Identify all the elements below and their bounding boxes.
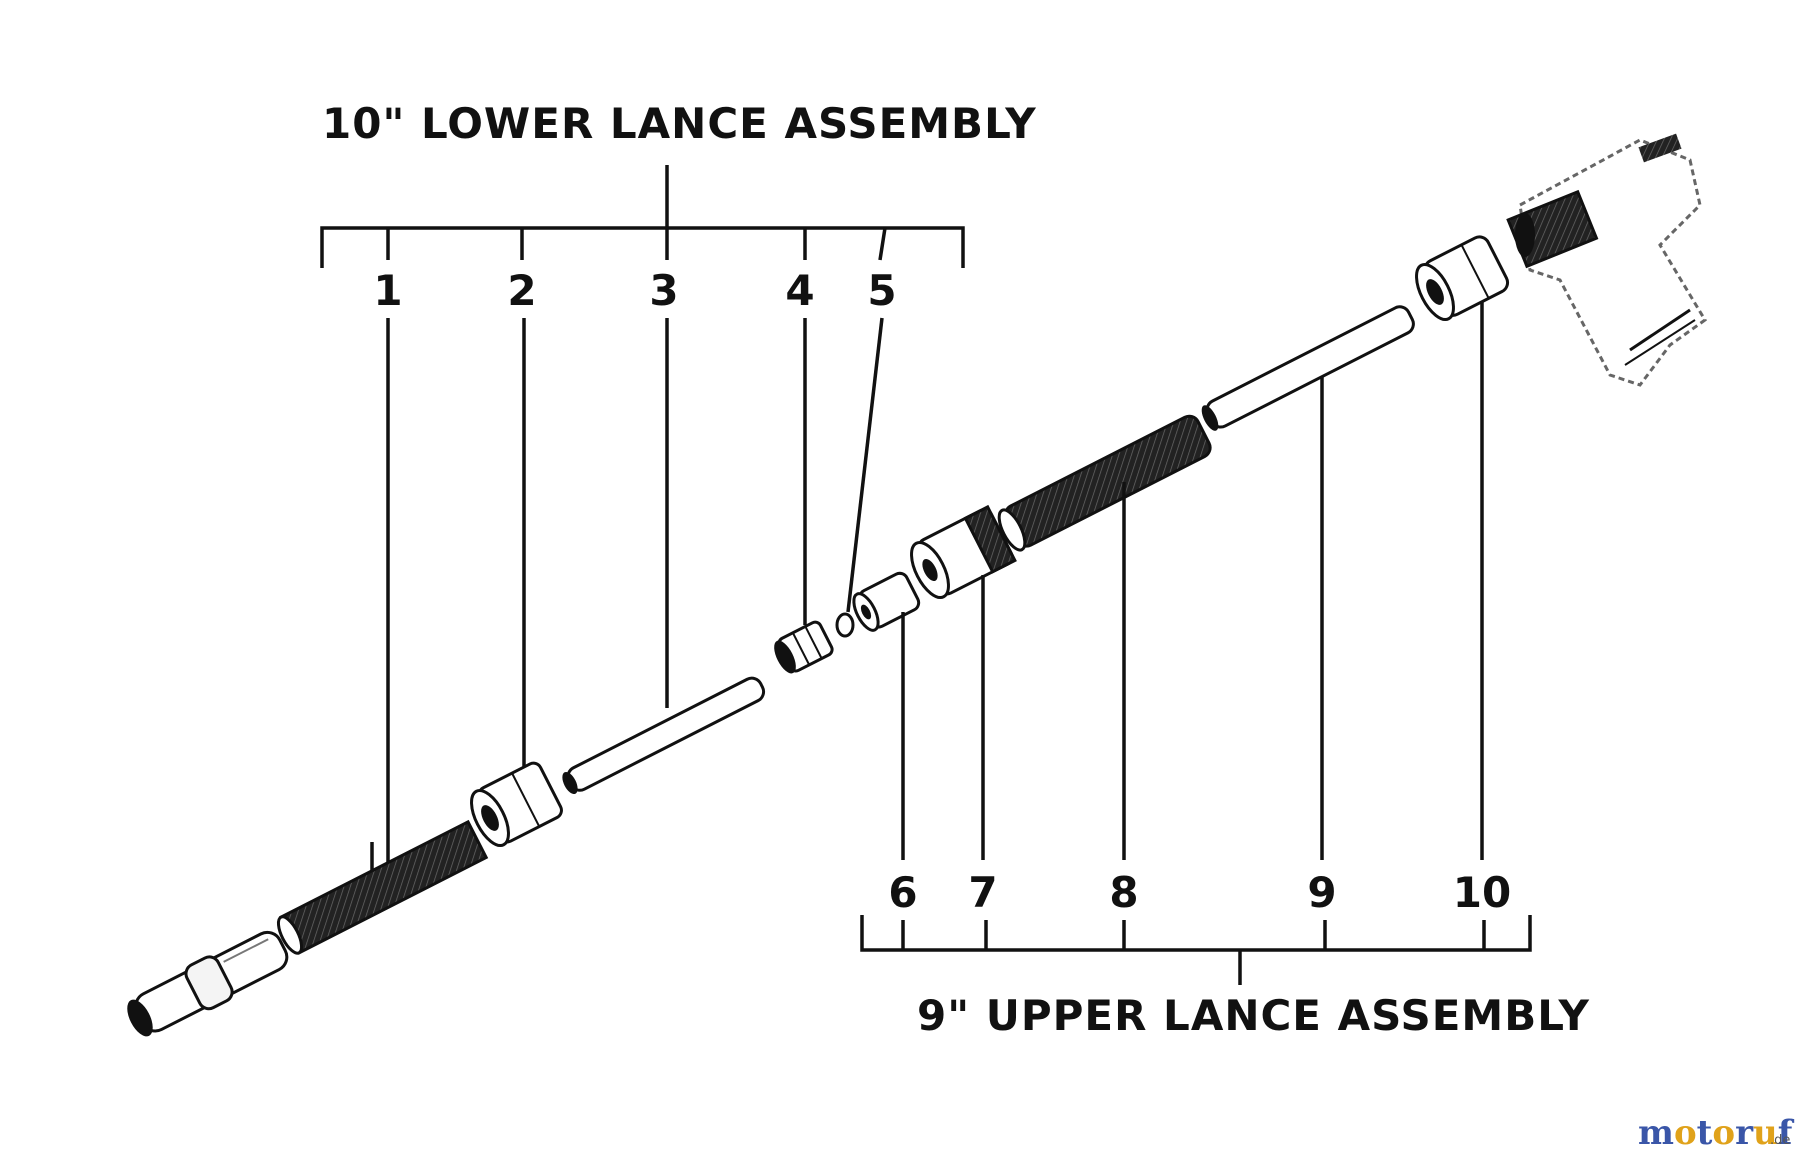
part-7-hex-adapter xyxy=(910,504,1017,599)
watermark-logo: motoruf .de xyxy=(1638,1113,1795,1153)
watermark-letter: m xyxy=(1638,1113,1674,1153)
upper-assembly-bracket xyxy=(860,915,1532,952)
leader-line-5 xyxy=(846,317,884,613)
part-5-o-ring xyxy=(835,612,855,638)
part-1-hatched-tube xyxy=(276,819,489,955)
watermark-letter: o xyxy=(1712,1113,1735,1153)
upper-assembly-title: 9" UPPER LANCE ASSEMBLY xyxy=(917,991,1590,1040)
part-number-2: 2 xyxy=(507,266,536,315)
part-10-coupling xyxy=(1415,235,1510,321)
spray-gun-icon xyxy=(1506,133,1707,387)
part-number-7: 7 xyxy=(968,868,997,917)
lower-assembly-title: 10" LOWER LANCE ASSEMBLY xyxy=(322,99,1037,148)
part-number-3: 3 xyxy=(649,266,678,315)
spray-nozzle-icon xyxy=(127,930,289,1037)
watermark-letter: f xyxy=(1778,1113,1795,1153)
part-3-tube xyxy=(562,676,766,795)
part-number-10: 10 xyxy=(1453,868,1511,917)
watermark-letter: r xyxy=(1735,1113,1754,1153)
part-2-coupling xyxy=(470,761,563,847)
part-number-5: 5 xyxy=(867,266,896,315)
part-8-hatched-grip xyxy=(997,414,1212,552)
watermark-letter: t xyxy=(1697,1113,1713,1153)
watermark-letter: u xyxy=(1753,1113,1778,1153)
part-6-fitting xyxy=(852,571,921,632)
part-number-8: 8 xyxy=(1109,868,1138,917)
bracket-drop-5 xyxy=(878,227,887,261)
svg-text:motoruf: motoruf xyxy=(1638,1113,1795,1153)
svg-text:.de: .de xyxy=(1770,1133,1790,1148)
part-4-fitting xyxy=(774,620,834,674)
part-number-4: 4 xyxy=(785,266,814,315)
lower-assembly-bracket xyxy=(320,226,965,268)
part-number-9: 9 xyxy=(1307,868,1336,917)
watermark-letter: o xyxy=(1674,1113,1697,1153)
part-number-1: 1 xyxy=(373,266,402,315)
part-9-tube xyxy=(1201,305,1415,431)
part-number-6: 6 xyxy=(888,868,917,917)
